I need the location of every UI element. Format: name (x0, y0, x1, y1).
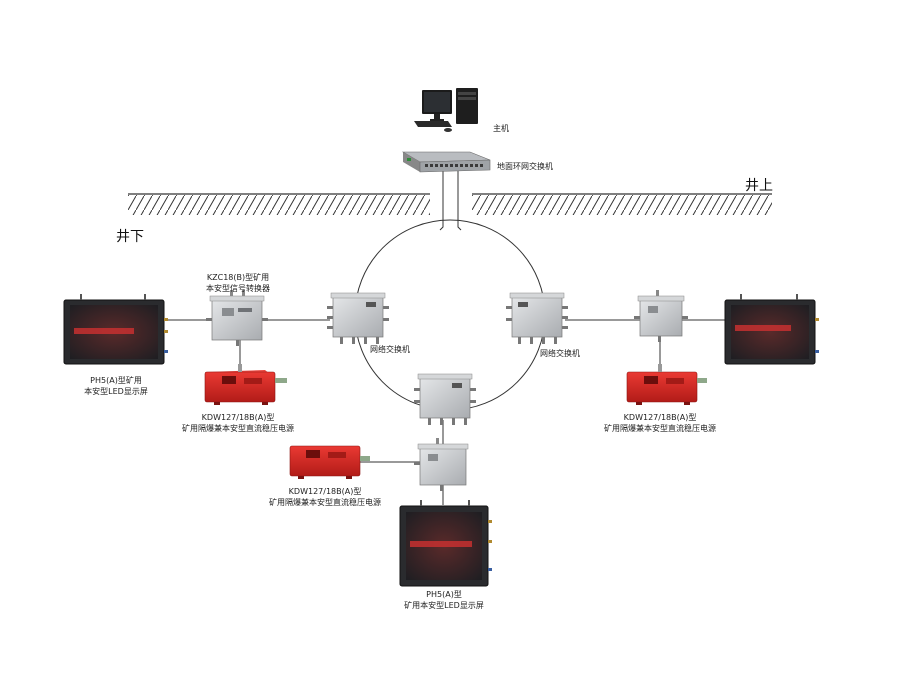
ground-surface-left (128, 193, 430, 215)
left-power-supply (204, 364, 287, 405)
surface-label: 井上 (745, 178, 773, 194)
signal-converter-box (206, 290, 268, 346)
surface-ring-switch-label: 地面环网交换机 (497, 162, 553, 171)
bottom-converter-box (414, 438, 469, 491)
signal-converter-label: KZC18(B)型矿用 本安型信号转换器 (206, 273, 270, 293)
bottom-power-supply (289, 445, 370, 479)
bottom-led-display (399, 500, 492, 587)
shaft-cables (439, 170, 462, 231)
right-power-supply (626, 364, 707, 405)
right-network-switch-box (506, 292, 568, 344)
bottom-display-label: PH5(A)型 矿用本安型LED显示屏 (404, 590, 484, 610)
left-display-label: PH5(A)型矿用 本安型LED显示屏 (84, 376, 148, 396)
connection-lines (163, 319, 730, 505)
right-network-switch-label: 网络交换机 (540, 349, 580, 358)
right-power-label: KDW127/18B(A)型 矿用隔爆兼本安型直流稳压电源 (604, 413, 716, 433)
bottom-network-switch-box (414, 373, 476, 425)
ground-surface-right (472, 193, 772, 215)
surface-ring-switch (401, 151, 491, 173)
right-led-display (724, 294, 819, 365)
left-led-display (63, 294, 168, 365)
left-network-switch-label: 网络交换机 (370, 345, 410, 354)
host-label: 主机 (493, 124, 509, 133)
host-computer (414, 88, 478, 132)
underground-label: 井下 (116, 229, 144, 245)
left-network-switch-box (327, 292, 389, 344)
right-converter-box (634, 290, 688, 342)
bottom-power-label: KDW127/18B(A)型 矿用隔爆兼本安型直流稳压电源 (269, 487, 381, 507)
left-power-label: KDW127/18B(A)型 矿用隔爆兼本安型直流稳压电源 (182, 413, 294, 433)
